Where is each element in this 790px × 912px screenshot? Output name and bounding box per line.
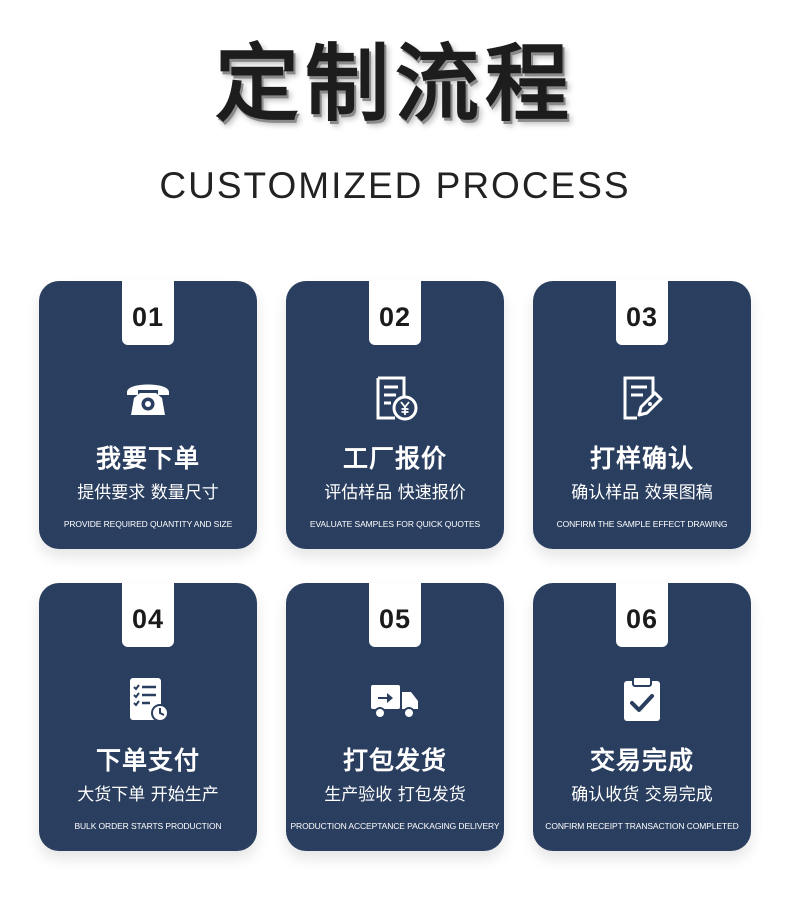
step-subtitle: 评估样品 快速报价: [324, 483, 466, 503]
checklist-icon: [123, 675, 173, 725]
step-title: 我要下单: [95, 444, 200, 473]
step-subtitle: 确认收货 交易完成: [571, 785, 713, 805]
step-card-1: 01 我要下单 提供要求 数量尺寸 PROVIDE REQUIRED QUANT…: [39, 281, 257, 549]
step-title: 工厂报价: [342, 444, 447, 473]
step-title: 打包发货: [342, 746, 447, 775]
page-subtitle: CUSTOMIZED PROCESS: [159, 165, 631, 206]
delivery-truck-icon: [370, 675, 420, 725]
step-english: CONFIRM THE SAMPLE EFFECT DRAWING: [556, 519, 728, 529]
step-number: 03: [616, 281, 668, 345]
step-english: CONFIRM RECEIPT TRANSACTION COMPLETED: [545, 821, 739, 831]
step-english: PROVIDE REQUIRED QUANTITY AND SIZE: [63, 519, 233, 529]
step-number: 01: [122, 281, 174, 345]
step-card-4: 04 下单支付 大货下单 开始生产 BULK ORDER STARTS PROD…: [39, 583, 257, 851]
step-card-3: 03 打样确认 确认样品 效果图稿 CONFIRM THE SAMPLE EFF…: [533, 281, 751, 549]
step-card-6: 06 交易完成 确认收货 交易完成 CONFIRM RECEIPT TRANSA…: [533, 583, 751, 851]
step-english: BULK ORDER STARTS PRODUCTION: [74, 821, 222, 831]
step-subtitle: 提供要求 数量尺寸: [77, 483, 219, 503]
step-number: 05: [369, 583, 421, 647]
step-number: 06: [616, 583, 668, 647]
step-subtitle: 生产验收 打包发货: [324, 785, 466, 805]
step-title: 交易完成: [589, 746, 694, 775]
step-english: EVALUATE SAMPLES FOR QUICK QUOTES: [309, 519, 481, 529]
step-subtitle: 确认样品 效果图稿: [571, 483, 713, 503]
step-number: 02: [369, 281, 421, 345]
step-title: 打样确认: [589, 444, 694, 473]
edit-document-icon: [617, 373, 667, 423]
clipboard-check-icon: [617, 675, 667, 725]
step-subtitle: 大货下单 开始生产: [77, 785, 219, 805]
step-title: 下单支付: [95, 746, 200, 775]
step-english: PRODUCTION ACCEPTANCE PACKAGING DELIVERY: [290, 821, 500, 831]
phone-icon: [123, 373, 173, 423]
page-title: 定制流程: [214, 35, 575, 133]
step-number: 04: [122, 583, 174, 647]
step-card-2: 02 工厂报价 评估样品 快速报价 EVALUATE SAMPLES FOR Q…: [286, 281, 504, 549]
quote-document-icon: [370, 373, 420, 423]
step-card-5: 05 打包发货 生产验收 打包发货 PRODUCTION ACCEPTANCE …: [286, 583, 504, 851]
